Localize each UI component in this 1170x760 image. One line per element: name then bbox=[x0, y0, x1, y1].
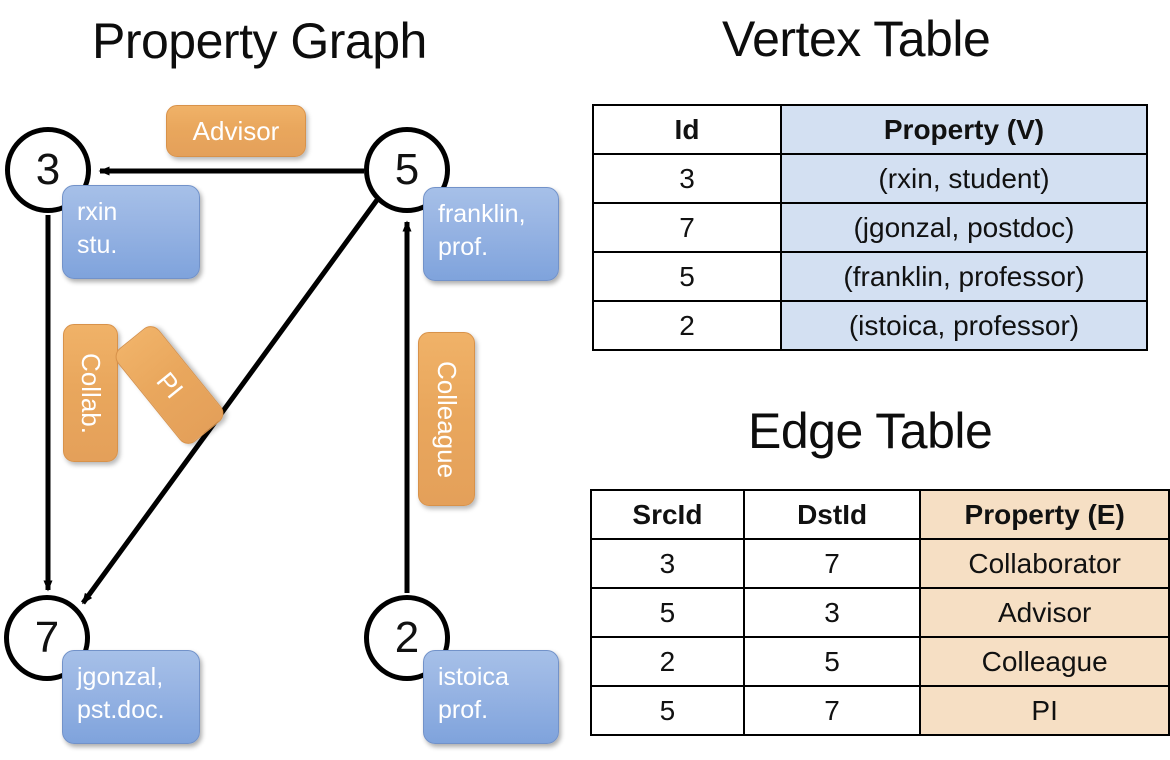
page-title-property-graph: Property Graph bbox=[92, 13, 427, 69]
cell-property: Colleague bbox=[919, 636, 1170, 687]
cell-dstid: 7 bbox=[742, 685, 922, 736]
vertex-property-line: prof. bbox=[438, 696, 489, 724]
vertex-id-label: 7 bbox=[34, 613, 60, 662]
edge-label-collab: Collab. bbox=[63, 324, 118, 462]
edge-label-text: Advisor bbox=[192, 115, 280, 146]
vertex-id-label: 3 bbox=[35, 145, 61, 194]
cell-property: Advisor bbox=[919, 587, 1170, 638]
vertex-property-line: jgonzal, bbox=[77, 663, 164, 691]
cell-srcid: 5 bbox=[590, 685, 745, 736]
cell-property: (franklin, professor) bbox=[780, 251, 1148, 302]
table-row: 5 7 PI bbox=[590, 685, 1170, 736]
cell-property: PI bbox=[919, 685, 1170, 736]
cell-srcid: 3 bbox=[590, 538, 745, 589]
vertex-table: Id Property (V) 3 (rxin, student) 7 (jgo… bbox=[592, 104, 1148, 351]
cell-id: 3 bbox=[592, 153, 782, 204]
graph-edges-svg bbox=[43, 166, 412, 605]
page-title-vertex-table: Vertex Table bbox=[722, 11, 991, 67]
edge-label-colleague: Colleague bbox=[418, 332, 475, 506]
vertex-node-2[interactable]: 2 bbox=[364, 595, 450, 681]
edge-5-to-7 bbox=[80, 198, 380, 605]
page-title-edge-table: Edge Table bbox=[748, 403, 993, 459]
vertex-property-line: rxin bbox=[77, 198, 118, 226]
cell-id: 7 bbox=[592, 202, 782, 253]
vertex-property-box-3: rxin stu. bbox=[62, 185, 200, 279]
property-graph-diagram: 3 5 7 2 rxin stu. franklin, prof. jgonza… bbox=[4, 105, 559, 744]
cell-dstid: 7 bbox=[742, 538, 922, 589]
column-header-property: Property (E) bbox=[919, 489, 1170, 540]
vertex-property-box-7: jgonzal, pst.doc. bbox=[62, 650, 200, 744]
vertex-property-line: franklin, bbox=[438, 200, 526, 228]
table-row: 3 7 Collaborator bbox=[590, 538, 1170, 589]
table-row: 2 (istoica, professor) bbox=[592, 300, 1148, 351]
column-header-srcid: SrcId bbox=[590, 489, 745, 540]
vertex-property-line: istoica bbox=[438, 663, 509, 691]
column-header-property: Property (V) bbox=[780, 104, 1148, 155]
column-header-dstid: DstId bbox=[742, 489, 922, 540]
table-header-row: SrcId DstId Property (E) bbox=[590, 489, 1170, 540]
cell-dstid: 3 bbox=[742, 587, 922, 638]
table-row: 2 5 Colleague bbox=[590, 636, 1170, 687]
cell-id: 2 bbox=[592, 300, 782, 351]
table-row: 5 (franklin, professor) bbox=[592, 251, 1148, 302]
cell-dstid: 5 bbox=[742, 636, 922, 687]
vertex-id-label: 5 bbox=[394, 145, 420, 194]
edge-label-text: Colleague bbox=[432, 360, 462, 478]
edge-label-text: Collab. bbox=[76, 352, 106, 434]
edge-label-text: PI bbox=[150, 365, 190, 404]
edge-label-advisor: Advisor bbox=[166, 105, 306, 157]
vertex-property-box-5: franklin, prof. bbox=[423, 187, 559, 281]
column-header-id: Id bbox=[592, 104, 782, 155]
table-row: 7 (jgonzal, postdoc) bbox=[592, 202, 1148, 253]
cell-property: (rxin, student) bbox=[780, 153, 1148, 204]
cell-srcid: 2 bbox=[590, 636, 745, 687]
vertex-id-label: 2 bbox=[394, 613, 420, 662]
vertex-property-box-2: istoica prof. bbox=[423, 650, 559, 744]
vertex-property-line: pst.doc. bbox=[77, 696, 165, 724]
vertex-property-line: stu. bbox=[77, 231, 118, 259]
table-row: 5 3 Advisor bbox=[590, 587, 1170, 638]
table-header-row: Id Property (V) bbox=[592, 104, 1148, 155]
cell-property: (jgonzal, postdoc) bbox=[780, 202, 1148, 253]
vertex-property-line: prof. bbox=[438, 233, 489, 261]
cell-property: Collaborator bbox=[919, 538, 1170, 589]
cell-property: (istoica, professor) bbox=[780, 300, 1148, 351]
cell-srcid: 5 bbox=[590, 587, 745, 638]
vertex-node-5[interactable]: 5 bbox=[364, 127, 450, 213]
edge-table: SrcId DstId Property (E) 3 7 Collaborato… bbox=[590, 489, 1170, 736]
cell-id: 5 bbox=[592, 251, 782, 302]
table-row: 3 (rxin, student) bbox=[592, 153, 1148, 204]
